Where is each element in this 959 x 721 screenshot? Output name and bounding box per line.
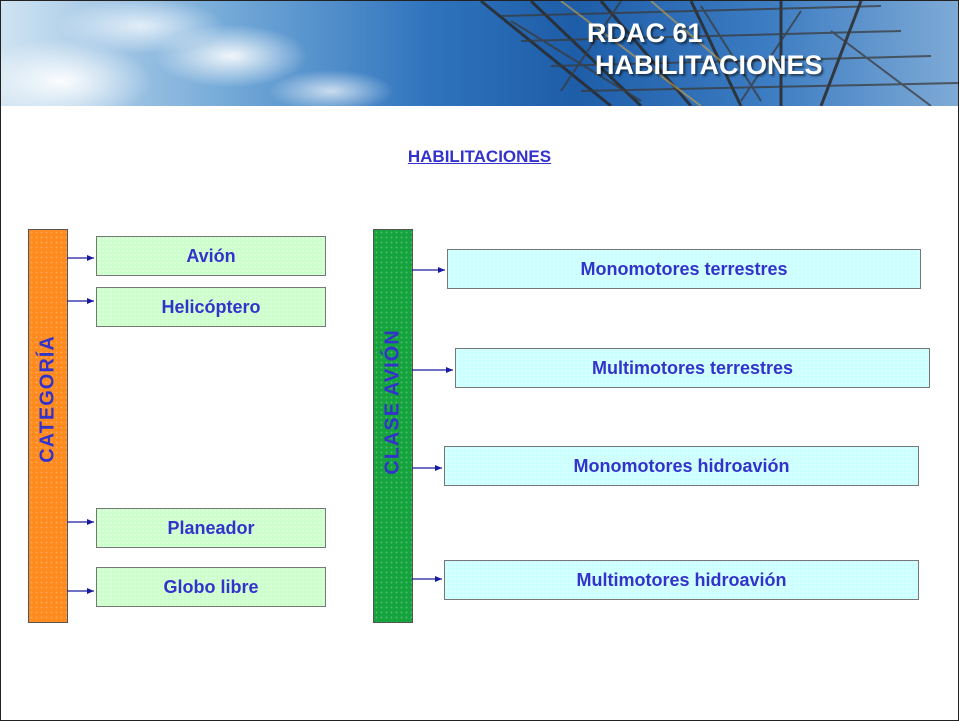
banner-title: RDAC 61 HABILITACIONES bbox=[587, 17, 823, 81]
clase-avion-bar: CLASE AVIÓN bbox=[373, 229, 413, 623]
clase-item-multimotores-hidroavion: Multimotores hidroavión bbox=[444, 560, 919, 600]
categoria-item-globo-libre: Globo libre bbox=[96, 567, 326, 607]
clase-item-monomotores-terrestres: Monomotores terrestres bbox=[447, 249, 921, 289]
categoria-item-planeador: Planeador bbox=[96, 508, 326, 548]
header-banner: RDAC 61 HABILITACIONES bbox=[1, 1, 958, 106]
categoria-item-helicoptero: Helicóptero bbox=[96, 287, 326, 327]
title-line-1: RDAC 61 bbox=[587, 18, 703, 48]
clase-item-multimotores-terrestres: Multimotores terrestres bbox=[455, 348, 930, 388]
categoria-item-avion: Avión bbox=[96, 236, 326, 276]
clase-item-monomotores-hidroavion: Monomotores hidroavión bbox=[444, 446, 919, 486]
page-heading: HABILITACIONES bbox=[407, 147, 552, 166]
categoria-bar: CATEGORÍA bbox=[28, 229, 68, 623]
tower-structure-graphic bbox=[480, 1, 958, 106]
title-line-2: HABILITACIONES bbox=[595, 50, 823, 80]
